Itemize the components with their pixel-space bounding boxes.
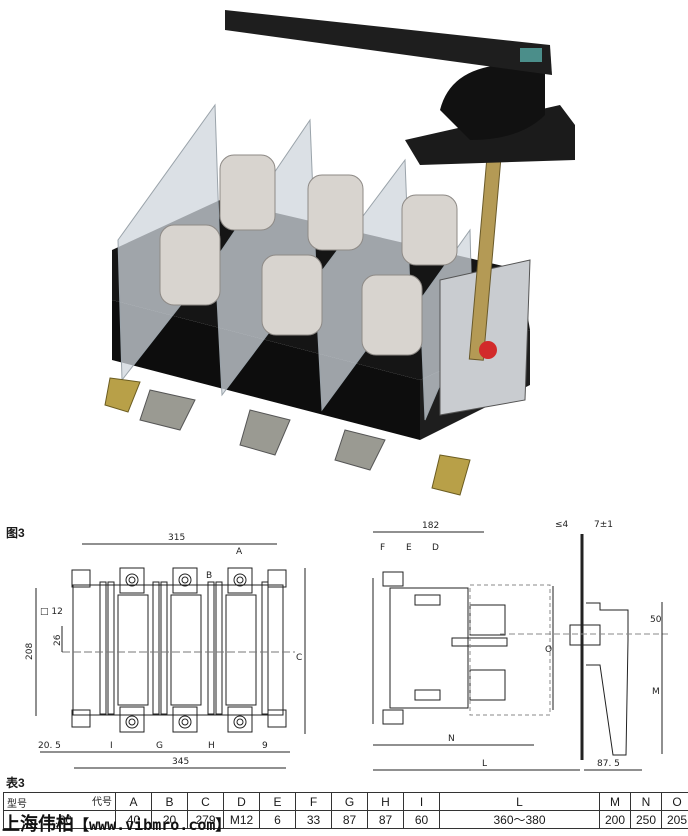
front-view-dims: 315 345 208 26 □ 12 20. 5 9 A B C G H I xyxy=(25,533,302,767)
watermark-company: 上海伟柏 xyxy=(2,814,74,834)
dimension-drawing: 315 345 208 26 □ 12 20. 5 9 A B C G H I xyxy=(0,510,688,780)
dim-N: N xyxy=(448,734,455,744)
dim-I: I xyxy=(110,741,113,751)
dim-O: O xyxy=(545,645,552,655)
dim-L: L xyxy=(482,759,487,769)
value-cell: 205 xyxy=(662,811,688,829)
col-header: H xyxy=(368,793,404,811)
mount-tab xyxy=(72,710,90,727)
col-header: I xyxy=(404,793,440,811)
col-header: L xyxy=(440,793,600,811)
col-header: F xyxy=(296,793,332,811)
dim-F: F xyxy=(380,543,385,553)
value-cell: 360～380 xyxy=(440,811,600,829)
dim-square-12: □ 12 xyxy=(40,607,63,617)
watermark-url: 【www.vibmro.com】 xyxy=(74,816,230,834)
corner-code-label: 代号 xyxy=(92,793,112,808)
value-cell: 60 xyxy=(404,811,440,829)
table-label: 表3 xyxy=(6,774,25,791)
dim-7pm1: 7±1 xyxy=(594,520,613,530)
col-header: B xyxy=(152,793,188,811)
dim-208: 208 xyxy=(25,643,35,660)
col-header: E xyxy=(260,793,296,811)
table-corner-cell: 代号 型号 xyxy=(4,793,116,811)
value-cell: 33 xyxy=(296,811,332,829)
dim-345: 345 xyxy=(172,757,189,767)
value-cell: 6 xyxy=(260,811,296,829)
side-view xyxy=(373,532,670,770)
product-photo xyxy=(0,0,688,505)
rotary-handle xyxy=(225,10,575,165)
mount-tab xyxy=(268,570,286,587)
col-header: C xyxy=(188,793,224,811)
dim-315: 315 xyxy=(168,533,185,543)
value-cell: 250 xyxy=(631,811,662,829)
dim-C: C xyxy=(296,653,302,663)
dim-26: 26 xyxy=(53,634,63,646)
col-header: M xyxy=(600,793,631,811)
front-view xyxy=(36,544,305,768)
value-cell: 87 xyxy=(332,811,368,829)
dim-M: M xyxy=(652,687,660,697)
dim-50: 50 xyxy=(650,615,662,625)
dim-E: E xyxy=(406,543,412,553)
mount-tab xyxy=(72,570,90,587)
dim-20-5: 20. 5 xyxy=(38,741,61,751)
col-header: G xyxy=(332,793,368,811)
dim-87-5: 87. 5 xyxy=(597,759,620,769)
col-header: A xyxy=(116,793,152,811)
watermark: 上海伟柏【www.vibmro.com】 xyxy=(2,810,230,836)
dim-182: 182 xyxy=(422,521,439,531)
red-indicator xyxy=(479,341,497,359)
side-view-dims: 182 F E D O N L M 50 87. 5 ≤4 7±1 xyxy=(380,520,662,769)
corner-model-label: 型号 xyxy=(7,795,27,810)
value-cell: 200 xyxy=(600,811,631,829)
table-header-row: 代号 型号 A B C D E F G H I L M N O xyxy=(4,793,688,811)
dim-A: A xyxy=(236,547,243,557)
dim-G: G xyxy=(156,741,163,751)
col-header: D xyxy=(224,793,260,811)
dim-H: H xyxy=(208,741,215,751)
col-header: N xyxy=(631,793,662,811)
col-header: O xyxy=(662,793,688,811)
value-cell: 87 xyxy=(368,811,404,829)
dim-B: B xyxy=(206,571,212,581)
dim-le4: ≤4 xyxy=(555,520,569,530)
dim-D: D xyxy=(432,543,439,553)
dim-9: 9 xyxy=(262,741,268,751)
handle-lock-button xyxy=(520,48,542,62)
